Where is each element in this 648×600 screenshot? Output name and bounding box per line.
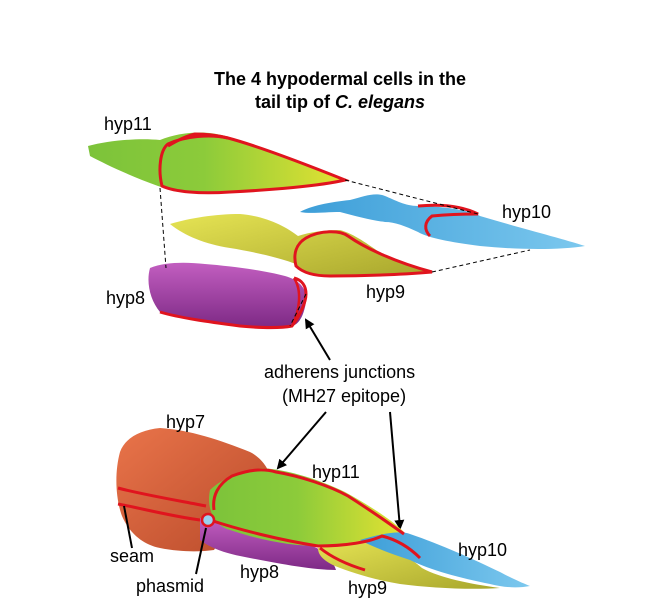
figure-title-line1: The 4 hypodermal cells in the (213, 69, 467, 89)
correspondence-lines (159, 179, 531, 327)
label-hyp7: hyp7 (166, 412, 206, 432)
label-phasmid: phasmid (136, 576, 205, 596)
assembled-tail (116, 428, 530, 589)
label-hyp9-top: hyp9 (366, 282, 406, 302)
label-hyp11-bottom: hyp11 (312, 462, 360, 482)
label-hyp10-bottom: hyp10 (458, 540, 508, 560)
hyp9-cell-bottom (318, 538, 500, 589)
label-seam: seam (110, 546, 155, 566)
phasmid-opening (200, 512, 216, 528)
hyp10-cell-top (300, 194, 585, 249)
label-mh27-epitope: (MH27 epitope) (282, 386, 407, 406)
figure-title-prefix: tail tip of (254, 92, 335, 112)
label-adherens-junctions: adherens junctions (264, 362, 416, 382)
hyp10-cell-bottom (360, 532, 530, 588)
adherens-arrows (276, 318, 405, 530)
figure-title-species: C. elegans (334, 92, 426, 112)
label-hyp10-top: hyp10 (502, 202, 552, 222)
label-hyp8-bottom: hyp8 (240, 562, 280, 582)
hyp11-cell-top (88, 132, 350, 195)
hyp11-cell-bottom (209, 468, 404, 546)
hyp9-cell-top (170, 214, 433, 278)
label-hyp8-top: hyp8 (106, 288, 146, 308)
hyp8-cell-top (148, 262, 308, 329)
label-pointers (123, 505, 207, 575)
label-hyp11-top: hyp11 (104, 114, 152, 134)
figure-title-line2: tail tip of C. elegans (170, 91, 510, 113)
label-hyp9-bottom: hyp9 (348, 578, 388, 598)
